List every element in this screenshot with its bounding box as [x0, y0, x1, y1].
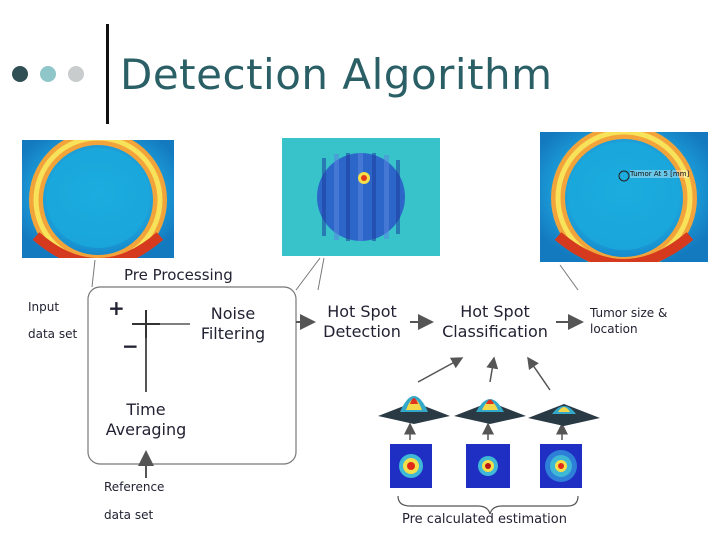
time-averaging-line1: Time [126, 400, 166, 419]
thermal-image-output: Tumor At 5 [mm] [540, 132, 708, 262]
reference-data-set-label: data set [104, 508, 154, 522]
pre-processing-box [87, 286, 297, 465]
surface-plot-2 [454, 399, 526, 424]
reference-label: Reference [104, 480, 165, 494]
hot-spot-detection-line2: Detection [323, 322, 401, 341]
connector-line-right [559, 264, 579, 291]
tumor-output-line1: Tumor size & [590, 306, 668, 320]
noise-filtering-line1: Noise [210, 304, 256, 323]
arrow-est-1 [417, 357, 464, 383]
arrow-est-2 [486, 356, 499, 383]
surface-plot-3 [528, 404, 600, 426]
bullet-dot-dark [12, 66, 28, 82]
title-divider [106, 24, 109, 124]
heatmap-2 [466, 444, 510, 488]
hot-spot-detection-block: Hot Spot Detection [314, 302, 410, 342]
input-label: Input [28, 300, 60, 314]
slide-title: Detection Algorithm [120, 50, 553, 99]
time-averaging-block: Time Averaging [98, 400, 194, 440]
arrow-est-3 [527, 356, 551, 391]
hot-spot-classification-line2: Classification [442, 322, 548, 341]
bullet-dot-mid [40, 66, 56, 82]
noise-filtering-line2: Filtering [200, 324, 266, 343]
input-data-set-label: data set [28, 327, 78, 341]
hot-spot-classification-line1: Hot Spot [460, 302, 530, 321]
connector-line-mid2 [317, 257, 325, 291]
connector-line-mid [295, 257, 321, 291]
pre-processing-label: Pre Processing [124, 266, 233, 284]
connector-line-left [91, 259, 96, 288]
tumor-output-line2: location [590, 322, 638, 336]
filtered-image [282, 138, 440, 256]
noise-filtering-block: Noise Filtering [188, 304, 278, 344]
tumor-output-block: Tumor size & location [590, 305, 700, 337]
hot-spot-classification-block: Hot Spot Classification [434, 302, 556, 342]
heatmap-1 [390, 444, 432, 488]
hot-spot-detection-line1: Hot Spot [327, 302, 397, 321]
minus-sign: − [122, 334, 139, 358]
tumor-annotation: Tumor At 5 [mm] [630, 170, 690, 178]
surface-plot-1 [378, 396, 450, 424]
plus-sign: + [108, 296, 125, 320]
pre-calculated-estimation-label: Pre calculated estimation [402, 512, 567, 527]
bullet-dot-light [68, 66, 84, 82]
time-averaging-line2: Averaging [105, 420, 187, 439]
heatmap-3 [540, 444, 582, 488]
thermal-image-input [22, 140, 174, 258]
estimation-brace [397, 495, 579, 515]
